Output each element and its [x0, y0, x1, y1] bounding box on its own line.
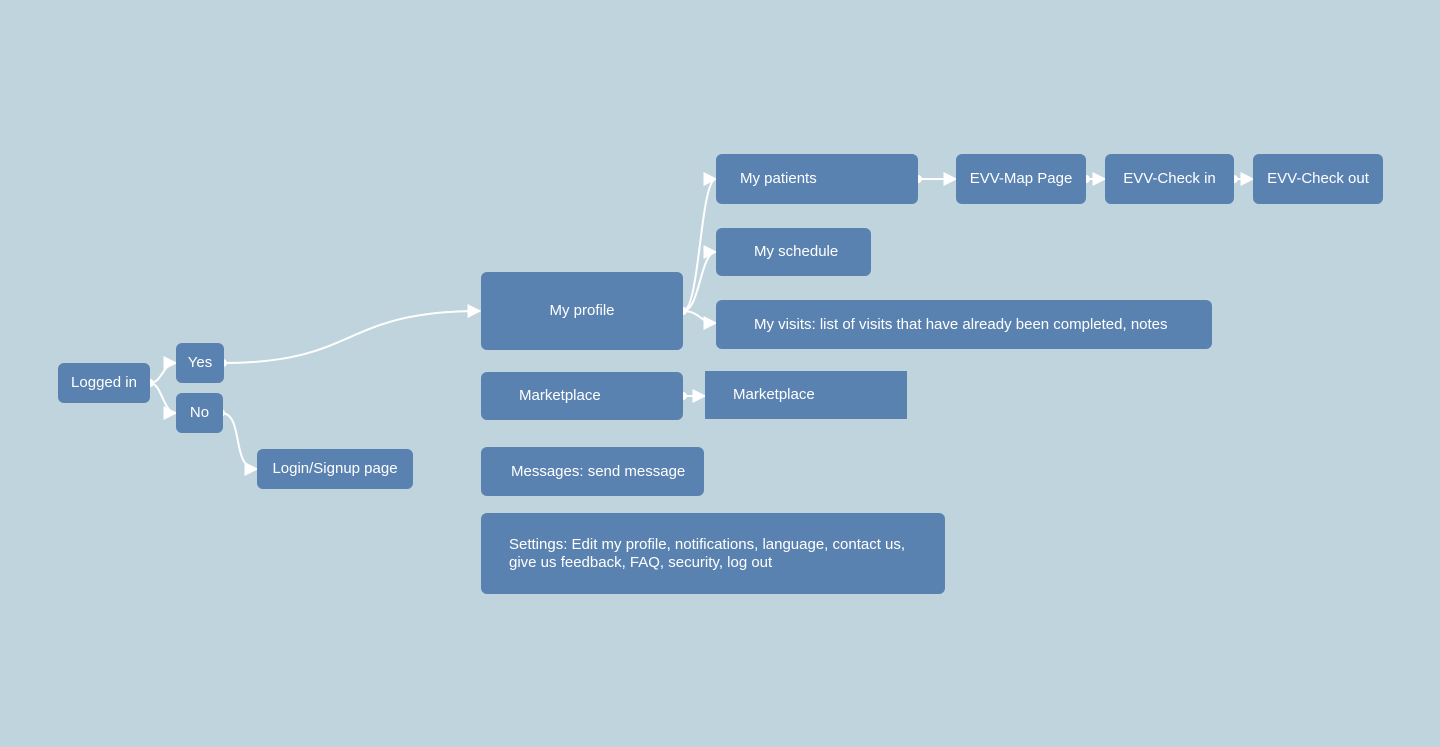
node-evv-check-out: EVV-Check out: [1253, 154, 1383, 204]
node-label: Marketplace: [733, 386, 815, 403]
node-label: No: [189, 404, 210, 421]
node-marketplace: Marketplace: [481, 372, 683, 420]
node-logged-in: Logged in: [58, 363, 150, 403]
node-label: My patients: [740, 170, 817, 187]
connector-my-profile-to-my-patients: [682, 172, 718, 312]
node-label: Marketplace: [519, 387, 601, 404]
node-evv-map-page: EVV-Map Page: [956, 154, 1086, 204]
connector-logged-in-to-no: [149, 382, 178, 420]
node-no: No: [176, 393, 223, 433]
node-settings: Settings: Edit my profile, notifications…: [481, 513, 945, 594]
node-label: My profile: [549, 302, 615, 319]
node-label: EVV-Map Page: [969, 170, 1073, 187]
connector-no-to-login-signup: [220, 412, 259, 476]
node-my-profile: My profile: [481, 272, 683, 350]
node-label: EVV-Check in: [1123, 170, 1216, 187]
node-my-patients: My patients: [716, 154, 918, 204]
node-label: Messages: send message: [511, 462, 686, 480]
connector-yes-to-my-profile: [222, 304, 482, 364]
node-label: Logged in: [71, 374, 137, 391]
connector-my-profile-to-my-visits: [682, 310, 718, 330]
node-my-schedule: My schedule: [716, 228, 871, 276]
node-login-signup: Login/Signup page: [257, 449, 413, 489]
node-label: Login/Signup page: [272, 460, 398, 477]
connector-my-profile-to-my-schedule: [682, 245, 718, 312]
node-messages: Messages: send message: [481, 447, 704, 496]
node-my-visits: My visits: list of visits that have alre…: [716, 300, 1212, 349]
node-label: My visits: list of visits that have alre…: [754, 315, 1168, 333]
node-label-line-2: give us feedback, FAQ, security, log out: [509, 553, 773, 571]
node-label: EVV-Check out: [1267, 170, 1369, 187]
node-marketplace-target: Marketplace: [705, 371, 907, 419]
node-evv-check-in: EVV-Check in: [1105, 154, 1234, 204]
node-label-line-1: Settings: Edit my profile, notifications…: [509, 535, 906, 553]
node-label: Yes: [187, 354, 213, 371]
connector-logged-in-to-yes: [149, 356, 178, 384]
node-label: My schedule: [754, 243, 839, 260]
node-yes: Yes: [176, 343, 224, 383]
